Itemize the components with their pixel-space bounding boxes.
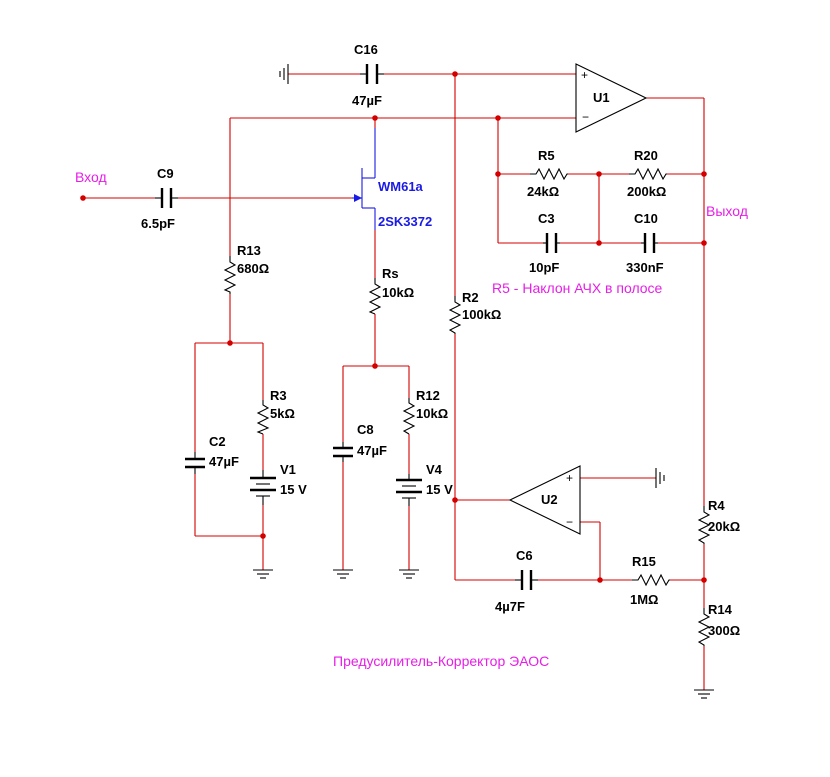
c16-ref-label: C16 <box>354 42 378 57</box>
v4-ref-label: V4 <box>426 462 443 477</box>
battery-v4: V4 15 V <box>396 462 453 506</box>
v4-value-label: 15 V <box>426 482 453 497</box>
rs-ref-label: Rs <box>382 266 399 281</box>
rs-value-label: 10kΩ <box>382 285 414 300</box>
r14-ref-label: R14 <box>708 602 733 617</box>
resistor-rs: Rs 10kΩ <box>368 266 414 315</box>
ground-u2-icon <box>655 468 665 488</box>
r5-ref-label: R5 <box>538 148 555 163</box>
r12-ref-label: R12 <box>416 388 440 403</box>
ground-r14-icon <box>694 689 714 699</box>
r15-value-label: 1MΩ <box>630 592 658 607</box>
c2-value-label: 47µF <box>209 454 239 469</box>
c9-value-label: 6.5pF <box>141 216 175 231</box>
c2-ref-label: C2 <box>209 434 226 449</box>
mic-ref-label: WM61a <box>378 179 424 194</box>
output-label: Выход <box>706 203 748 219</box>
capacitor-c9: C9 6.5pF <box>141 166 178 231</box>
resistor-r3: R3 5kΩ <box>256 388 295 435</box>
note-label: R5 - Наклон АЧХ в полосе <box>492 280 663 296</box>
wires <box>83 73 705 690</box>
resistor-r15: R15 1MΩ <box>630 554 670 607</box>
battery-v1: V1 15 V <box>250 462 307 505</box>
capacitor-c3: C3 10pF <box>529 211 560 275</box>
ground-v4-icon <box>399 569 419 579</box>
c10-ref-label: C10 <box>634 211 658 226</box>
r13-value-label: 680Ω <box>237 261 269 276</box>
c3-ref-label: C3 <box>538 211 555 226</box>
r15-ref-label: R15 <box>632 554 656 569</box>
r12-value-label: 10kΩ <box>416 406 448 421</box>
c10-value-label: 330nF <box>626 260 664 275</box>
svg-text:−: − <box>582 110 589 124</box>
svg-text:+: + <box>581 68 588 82</box>
r2-value-label: 100kΩ <box>462 307 501 322</box>
r20-value-label: 200kΩ <box>627 184 666 199</box>
capacitor-c10: C10 330nF <box>626 211 664 275</box>
opamp-u1: + − U1 <box>575 63 648 133</box>
mic-part-label: 2SK3372 <box>378 214 432 229</box>
input-label: Вход <box>75 169 107 185</box>
v1-value-label: 15 V <box>280 482 307 497</box>
r20-ref-label: R20 <box>634 148 658 163</box>
resistor-r2: R2 100kΩ <box>448 290 501 334</box>
capacitor-c6: C6 4µ7F <box>495 548 538 614</box>
c6-ref-label: C6 <box>516 548 533 563</box>
u2-ref-label: U2 <box>541 492 558 507</box>
jfet-microphone: WM61a 2SK3372 <box>352 128 432 230</box>
opamp-u2: + − U2 <box>508 465 581 535</box>
r3-ref-label: R3 <box>270 388 287 403</box>
capacitor-c16: C16 47µF <box>352 42 384 108</box>
c8-value-label: 47µF <box>357 443 387 458</box>
ground-c16-icon <box>279 64 289 84</box>
resistor-r13: R13 680Ω <box>223 243 269 294</box>
c8-ref-label: C8 <box>357 422 374 437</box>
ground-c8-icon <box>333 569 353 579</box>
c9-ref-label: C9 <box>157 166 174 181</box>
r2-ref-label: R2 <box>462 290 479 305</box>
r4-ref-label: R4 <box>708 498 725 513</box>
resistor-r20: R20 200kΩ <box>627 148 667 199</box>
resistor-r14: R14 300Ω <box>697 602 740 646</box>
c3-value-label: 10pF <box>529 260 559 275</box>
r3-value-label: 5kΩ <box>270 406 295 421</box>
capacitor-c8: C8 47µF <box>333 422 387 462</box>
c6-value-label: 4µ7F <box>495 599 525 614</box>
v1-ref-label: V1 <box>280 462 296 477</box>
resistor-r4: R4 20kΩ <box>697 498 740 544</box>
c16-value-label: 47µF <box>352 93 382 108</box>
svg-text:−: − <box>566 515 573 529</box>
ground-v1-icon <box>253 569 273 579</box>
resistor-r5: R5 24kΩ <box>527 148 568 199</box>
junctions <box>80 71 707 583</box>
diagram-title: Предусилитель-Корректор ЭАОС <box>333 653 549 669</box>
u1-ref-label: U1 <box>593 90 610 105</box>
capacitor-c2: C2 47µF <box>185 434 239 474</box>
svg-text:+: + <box>566 471 573 485</box>
r5-value-label: 24kΩ <box>527 184 559 199</box>
r14-value-label: 300Ω <box>708 623 740 638</box>
r4-value-label: 20kΩ <box>708 519 740 534</box>
resistor-r12: R12 10kΩ <box>402 388 448 435</box>
r13-ref-label: R13 <box>237 243 261 258</box>
